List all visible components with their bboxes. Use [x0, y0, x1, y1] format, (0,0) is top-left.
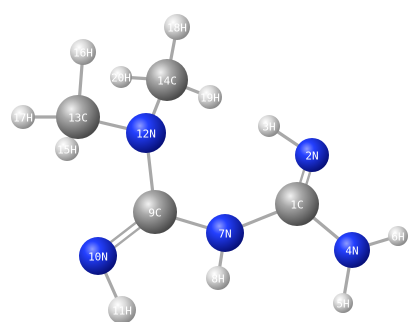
atom-label-18H: 18H: [167, 22, 187, 35]
atom-sphere-15H: [55, 137, 79, 161]
atom-sphere-19H: [198, 85, 222, 109]
atom-label-10N: 10N: [88, 251, 108, 264]
atom-label-14C: 14C: [157, 75, 177, 88]
atom-label-16H: 16H: [73, 47, 93, 60]
atom-label-3H: 3H: [262, 121, 275, 134]
atom-label-19H: 19H: [200, 92, 220, 105]
atom-label-2N: 2N: [305, 150, 318, 163]
atom-3H: 3H: [258, 115, 280, 137]
atom-18H: 18H: [164, 14, 190, 40]
atom-8H: 8H: [206, 266, 230, 290]
atom-11H: 11H: [108, 296, 136, 322]
atom-sphere-8H: [206, 266, 230, 290]
atom-4N: 4N: [334, 232, 370, 268]
atom-label-5H: 5H: [336, 298, 349, 311]
atom-12N: 12N: [126, 113, 166, 153]
atom-sphere-9C: [133, 190, 177, 234]
atom-label-12N: 12N: [136, 128, 156, 141]
atoms-layer: 3H 5H 6H 8H 11H 15H 16H 17H 18H 19H 20H 1C 9C 13C 14C 2…: [11, 14, 408, 322]
atom-sphere-20H: [110, 66, 132, 88]
bonds-layer: [21, 25, 400, 312]
atom-14C: 14C: [146, 59, 188, 101]
atom-sphere-13C: [56, 95, 100, 139]
atom-sphere-12N: [126, 113, 166, 153]
atom-sphere-2N: [295, 138, 329, 172]
atom-sphere-1C: [275, 182, 319, 226]
atom-sphere-18H: [164, 14, 190, 40]
atom-16H: 16H: [70, 39, 96, 65]
atom-label-6H: 6H: [391, 231, 404, 244]
atom-label-13C: 13C: [68, 112, 88, 125]
atom-label-11H: 11H: [112, 305, 132, 318]
atom-7N: 7N: [206, 214, 244, 252]
atom-9C: 9C: [133, 190, 177, 234]
atom-sphere-16H: [70, 39, 96, 65]
atom-1C: 1C: [275, 182, 319, 226]
atom-label-8H: 8H: [211, 273, 224, 286]
atom-label-4N: 4N: [345, 245, 358, 258]
atom-label-17H: 17H: [13, 112, 33, 125]
atom-13C: 13C: [56, 95, 100, 139]
atom-19H: 19H: [198, 85, 222, 109]
atom-sphere-10N: [79, 237, 117, 275]
atom-20H: 20H: [110, 66, 132, 88]
atom-label-15H: 15H: [57, 144, 77, 157]
atom-sphere-11H: [108, 296, 136, 322]
atom-17H: 17H: [11, 105, 35, 129]
atom-sphere-3H: [258, 115, 280, 137]
atom-2N: 2N: [295, 138, 329, 172]
atom-10N: 10N: [79, 237, 117, 275]
atom-label-20H: 20H: [111, 72, 131, 85]
atom-label-9C: 9C: [148, 207, 161, 220]
atom-sphere-4N: [334, 232, 370, 268]
atom-sphere-7N: [206, 214, 244, 252]
atom-label-7N: 7N: [218, 228, 231, 241]
atom-5H: 5H: [333, 293, 353, 313]
atom-sphere-6H: [388, 226, 408, 246]
atom-6H: 6H: [388, 226, 408, 246]
atom-label-1C: 1C: [290, 199, 303, 212]
atom-sphere-5H: [333, 293, 353, 313]
atom-sphere-17H: [11, 105, 35, 129]
atom-15H: 15H: [55, 137, 79, 161]
atom-sphere-14C: [146, 59, 188, 101]
